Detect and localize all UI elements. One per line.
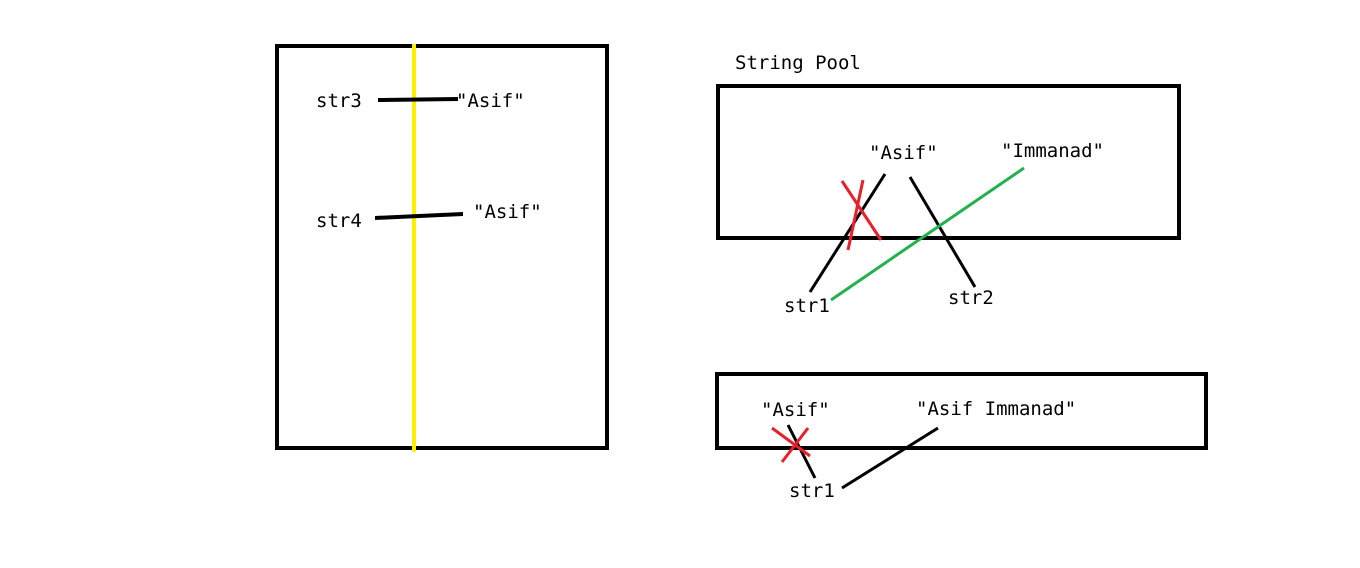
concat-pool-box [715,372,1208,450]
pool-literal-immanad: "Immanad" [1001,140,1104,162]
str4-reference-line [374,212,464,220]
str4-value-label: "Asif" [473,201,542,223]
str3-value-label: "Asif" [456,90,525,112]
string-pool-title: String Pool [735,52,861,74]
crossed-out-mark-bottom [771,426,811,463]
str1-to-immanad-line [830,166,1025,302]
str4-label: str4 [316,210,362,232]
pool-literal-asif: "Asif" [869,142,938,164]
crossed-out-mark-top [840,179,883,251]
string-pool-box [716,84,1181,240]
str3-label: str3 [316,90,362,112]
heap-box [275,44,609,450]
str2-to-asif-line [908,176,977,288]
str1-to-asif-line [808,173,887,293]
concat-literal-asif: "Asif" [761,399,830,421]
pool-str2-label: str2 [948,287,994,309]
concat-str1-label: str1 [789,480,835,502]
pool-str1-label: str1 [784,295,830,317]
str3-reference-line [377,97,459,102]
concat-literal-asif-immanad: "Asif Immanad" [916,398,1077,420]
str1-to-asif-immanad-line [841,426,939,490]
